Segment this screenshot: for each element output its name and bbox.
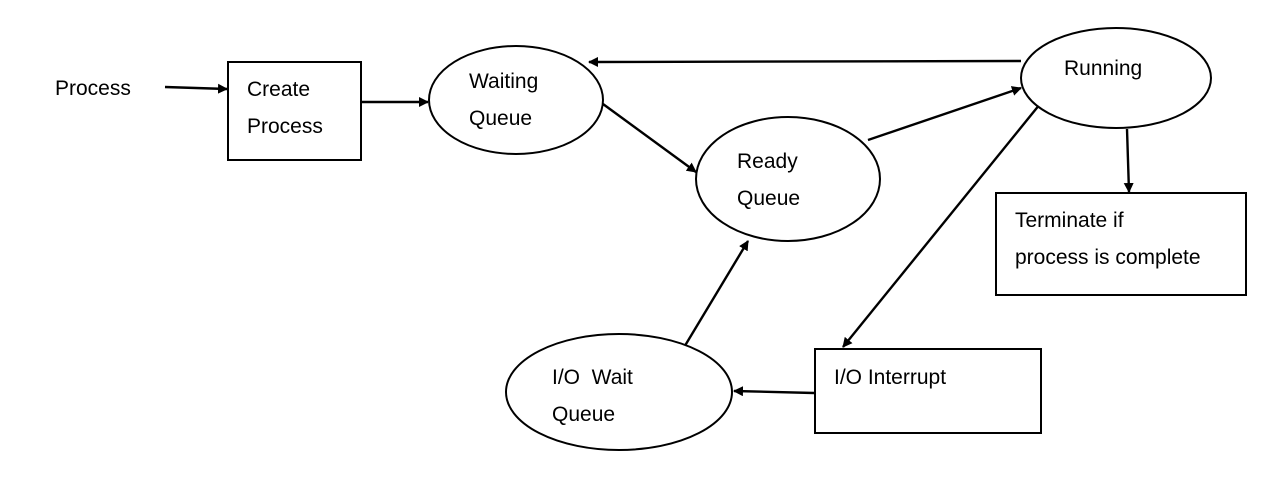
edge-running-to-terminate	[1123, 128, 1134, 193]
edges	[164, 56, 1134, 397]
node-shape-rect	[995, 192, 1247, 296]
node-label: Process	[247, 115, 323, 138]
node-ready-queue: Ready Queue	[695, 116, 881, 242]
edge-waiting-to-ready	[602, 103, 697, 173]
node-label: I/O Interrupt	[834, 366, 946, 389]
node-label: Queue	[469, 107, 532, 130]
edge-process-to-create	[164, 83, 228, 94]
node-process: Process	[55, 77, 131, 100]
node-label: process is complete	[1015, 246, 1201, 269]
node-shape-ellipse	[695, 116, 881, 242]
node-label: Running	[1064, 57, 1142, 80]
node-waiting-queue: Waiting Queue	[428, 45, 604, 155]
node-label: I/O Wait	[552, 366, 633, 389]
node-terminate: Terminate if process is complete	[995, 192, 1247, 296]
node-create-process: Create Process	[227, 61, 362, 161]
node-label: Waiting	[469, 70, 538, 93]
node-label: Process	[55, 77, 131, 100]
node-running: Running	[1020, 27, 1212, 129]
node-label: Queue	[552, 403, 615, 426]
edge-running-to-waiting	[588, 56, 1022, 67]
node-label: Create	[247, 78, 310, 101]
node-label: Terminate if	[1015, 209, 1124, 232]
node-shape-ellipse	[1020, 27, 1212, 129]
node-shape-rect	[227, 61, 362, 161]
node-io-wait-queue: I/O Wait Queue	[505, 333, 733, 451]
edge-running-to-io-interrupt	[842, 103, 1041, 348]
edge-ready-to-running	[867, 86, 1022, 142]
node-label: Ready	[737, 150, 798, 173]
node-shape-rect	[814, 348, 1042, 434]
edge-io-interrupt-to-io-wait	[733, 386, 815, 397]
node-label: Queue	[737, 187, 800, 210]
node-io-interrupt: I/O Interrupt	[814, 348, 1042, 434]
edge-io-wait-to-ready	[681, 240, 750, 350]
node-shape-ellipse	[428, 45, 604, 155]
node-shape-ellipse	[505, 333, 733, 451]
